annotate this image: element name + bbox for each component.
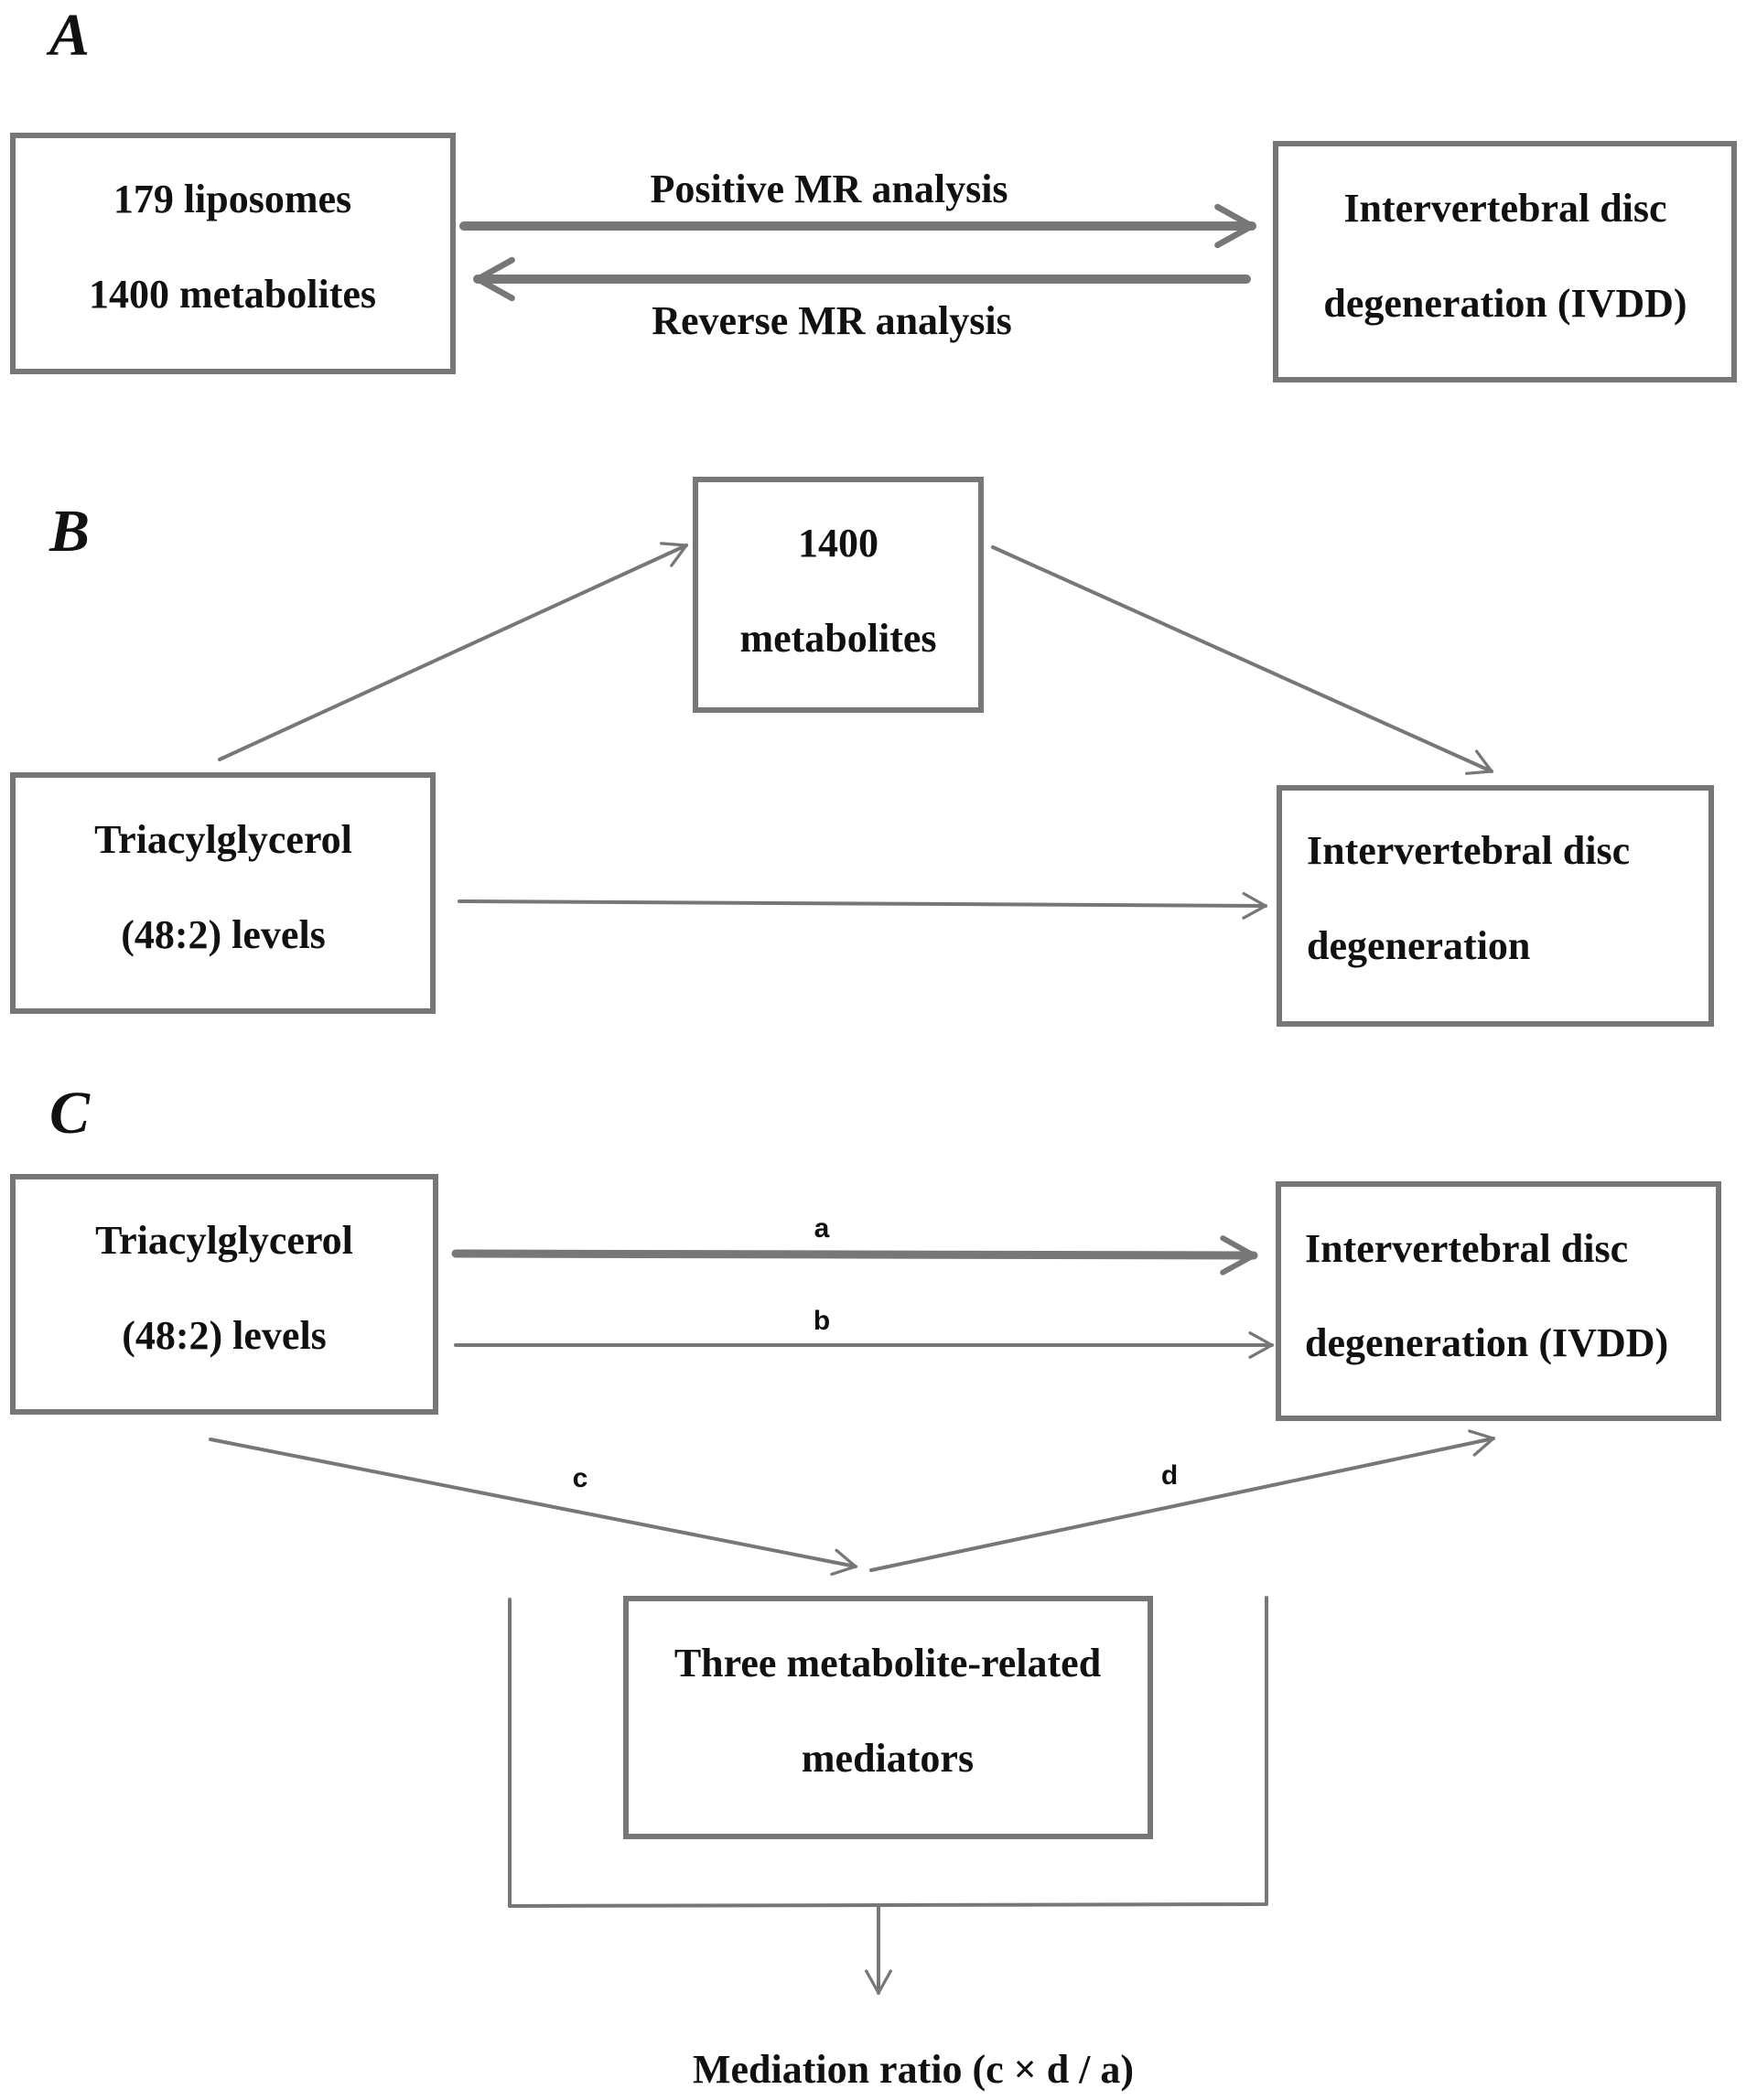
- path-d-arrow: [869, 1429, 1495, 1572]
- panel-c-right-box-line2: degeneration (IVDD): [1305, 1320, 1668, 1365]
- path-a-arrow: [451, 1235, 1258, 1276]
- panel-b-left-box-line1: Triacylglycerol: [94, 817, 352, 862]
- mediator-box-line2: mediators: [802, 1736, 974, 1781]
- panel-c-right-box: Intervertebral disc degeneration (IVDD): [1276, 1181, 1721, 1421]
- exposure-to-metabolites-arrow: [218, 542, 688, 761]
- panel-a-right-box: Intervertebral disc degeneration (IVDD): [1273, 141, 1737, 382]
- path-c-label: c: [573, 1463, 588, 1493]
- metabolites-to-ivdd-arrow: [991, 545, 1493, 775]
- mediator-bracket: [508, 1596, 1268, 1908]
- panel-b-top-box-line2: metabolites: [739, 616, 936, 661]
- mediator-box-line1: Three metabolite-related: [674, 1641, 1101, 1685]
- mediation-ratio-label: Mediation ratio (c × d / a): [693, 2047, 1134, 2092]
- panel-b-left-box-line2: (48:2) levels: [121, 912, 326, 957]
- path-b-label: b: [814, 1306, 830, 1336]
- reverse-mr-label: Reverse MR analysis: [652, 298, 1012, 343]
- panel-c-left-box-line1: Triacylglycerol: [95, 1218, 353, 1263]
- panel-a-letter: A: [46, 2, 90, 69]
- panel-c-right-box-line1: Intervertebral disc: [1305, 1226, 1628, 1271]
- panel-b-top-box-line1: 1400: [798, 521, 878, 565]
- path-d-label: d: [1161, 1460, 1178, 1491]
- panel-c-mediator-box: Three metabolite-related mediators: [623, 1596, 1153, 1839]
- panel-a-left-box-line2: 1400 metabolites: [89, 272, 376, 317]
- panel-c-left-box: Triacylglycerol (48:2) levels: [10, 1174, 438, 1415]
- panel-a-left-box: 179 liposomes 1400 metabolites: [10, 133, 456, 374]
- panel-b-right-box: Intervertebral disc degeneration: [1277, 785, 1714, 1027]
- exposure-to-ivdd-arrow: [458, 891, 1267, 920]
- panel-a-right-box-line2: degeneration (IVDD): [1323, 281, 1687, 326]
- panel-b-top-box: 1400 metabolites: [693, 477, 984, 713]
- panel-b-letter: B: [48, 498, 90, 565]
- path-a-label: a: [814, 1213, 830, 1244]
- panel-c-letter: C: [49, 1080, 91, 1147]
- panel-b-right-box-line2: degeneration: [1307, 923, 1530, 968]
- panel-b-left-box: Triacylglycerol (48:2) levels: [10, 772, 436, 1014]
- panel-c-left-box-line2: (48:2) levels: [122, 1313, 327, 1358]
- path-c-arrow: [209, 1438, 857, 1577]
- panel-a-right-box-line1: Intervertebral disc: [1343, 186, 1666, 231]
- positive-mr-label: Positive MR analysis: [650, 167, 1008, 211]
- panel-b-right-box-line1: Intervertebral disc: [1307, 828, 1630, 873]
- panel-a-left-box-line1: 179 liposomes: [113, 177, 351, 221]
